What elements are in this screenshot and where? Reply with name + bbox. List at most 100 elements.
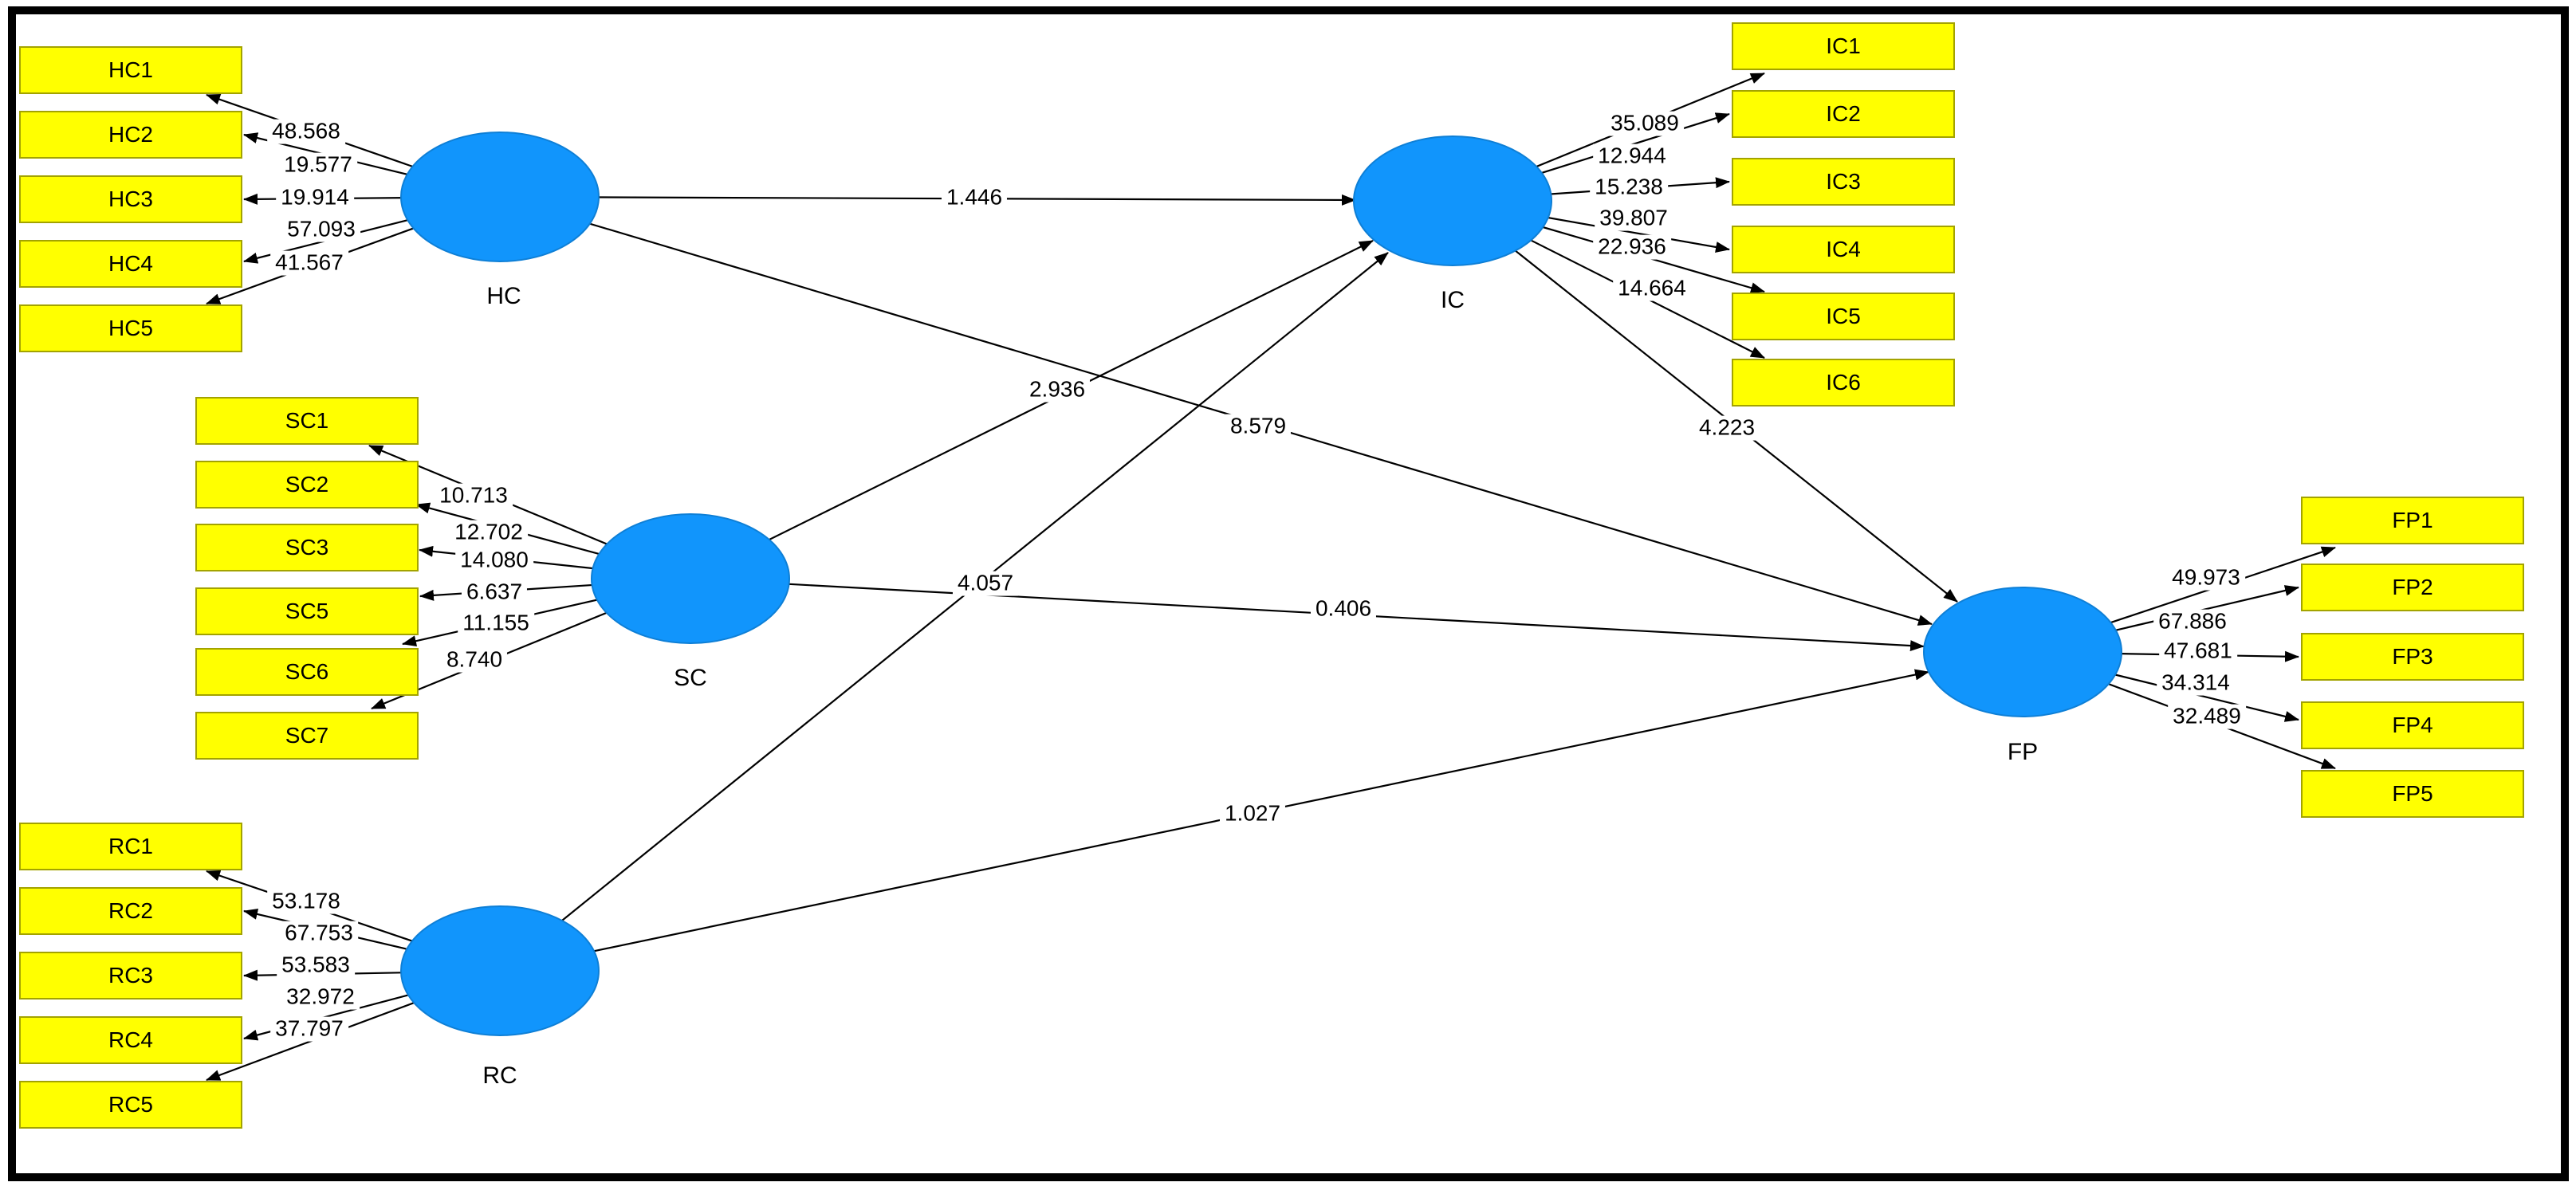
indicator-label: RC1 — [108, 834, 153, 858]
loading-HC4: 57.093 — [282, 217, 360, 242]
indicator-label: IC1 — [1826, 33, 1861, 58]
path-value-RC-IC: 4.057 — [952, 571, 1019, 596]
latent-label-SC: SC — [674, 665, 707, 691]
indicator-label: FP1 — [2392, 508, 2433, 532]
latent-SC[interactable] — [591, 513, 790, 644]
loading-SC6: 11.155 — [458, 611, 534, 636]
indicator-IC6[interactable]: IC6 — [1732, 359, 1955, 406]
indicator-SC2[interactable]: SC2 — [195, 461, 419, 509]
indicator-label: FP5 — [2392, 781, 2433, 806]
loading-SC3: 14.080 — [455, 548, 533, 573]
indicator-FP4[interactable]: FP4 — [2301, 701, 2524, 749]
indicator-label: IC6 — [1826, 370, 1861, 395]
indicator-SC1[interactable]: SC1 — [195, 397, 419, 445]
indicator-RC2[interactable]: RC2 — [19, 887, 242, 935]
indicator-IC5[interactable]: IC5 — [1732, 293, 1955, 340]
indicator-FP1[interactable]: FP1 — [2301, 497, 2524, 544]
path-value-RC-FP: 1.027 — [1219, 801, 1286, 827]
indicator-label: SC7 — [285, 723, 329, 748]
indicator-label: RC3 — [108, 963, 153, 988]
indicator-label: SC5 — [285, 599, 329, 623]
loading-RC4: 32.972 — [281, 984, 360, 1010]
loading-IC5: 22.936 — [1593, 234, 1671, 260]
indicator-IC1[interactable]: IC1 — [1732, 22, 1955, 70]
indicator-label: HC2 — [108, 122, 153, 147]
indicator-HC5[interactable]: HC5 — [19, 304, 242, 352]
indicator-label: HC5 — [108, 316, 153, 340]
indicator-label: HC4 — [108, 251, 153, 276]
latent-IC[interactable] — [1353, 135, 1552, 266]
loading-HC5: 41.567 — [270, 250, 348, 276]
indicator-label: FP4 — [2392, 713, 2433, 737]
indicator-IC3[interactable]: IC3 — [1732, 158, 1955, 206]
indicator-SC6[interactable]: SC6 — [195, 648, 419, 696]
indicator-FP5[interactable]: FP5 — [2301, 770, 2524, 818]
latent-label-IC: IC — [1441, 287, 1465, 313]
indicator-FP2[interactable]: FP2 — [2301, 564, 2524, 611]
latent-FP[interactable] — [1923, 587, 2122, 717]
loading-FP3: 47.681 — [2159, 638, 2237, 664]
path-value-HC-IC: 1.446 — [941, 185, 1008, 210]
path-HC-IC[interactable] — [499, 194, 1356, 206]
loading-IC4: 39.807 — [1595, 206, 1673, 231]
indicator-HC1[interactable]: HC1 — [19, 46, 242, 94]
loading-FP2: 67.886 — [2153, 609, 2232, 634]
loading-HC2: 19.577 — [279, 152, 357, 178]
indicator-RC5[interactable]: RC5 — [19, 1081, 242, 1129]
latent-label-FP: FP — [2007, 739, 2039, 765]
indicator-label: FP3 — [2392, 644, 2433, 669]
path-IC-FP[interactable] — [1452, 200, 1958, 603]
loading-IC2: 12.944 — [1593, 143, 1671, 169]
indicator-label: SC2 — [285, 472, 329, 497]
indicator-label: FP2 — [2392, 575, 2433, 599]
indicator-RC1[interactable]: RC1 — [19, 823, 242, 870]
indicator-RC4[interactable]: RC4 — [19, 1016, 242, 1064]
loading-RC1: 53.178 — [267, 889, 345, 914]
indicator-label: SC3 — [285, 535, 329, 560]
indicator-label: IC2 — [1826, 101, 1861, 126]
path-SC-IC[interactable] — [690, 240, 1374, 579]
indicator-FP3[interactable]: FP3 — [2301, 633, 2524, 681]
indicator-SC5[interactable]: SC5 — [195, 587, 419, 635]
path-HC-FP[interactable] — [499, 195, 1933, 626]
latent-HC[interactable] — [400, 132, 600, 262]
loading-IC6: 14.664 — [1613, 276, 1691, 301]
indicator-label: RC2 — [108, 898, 153, 923]
indicator-SC7[interactable]: SC7 — [195, 712, 419, 760]
latent-RC[interactable] — [400, 905, 600, 1036]
path-RC-FP[interactable] — [499, 669, 1929, 972]
indicator-label: RC4 — [108, 1027, 153, 1052]
latent-label-HC: HC — [486, 283, 521, 309]
loading-SC2: 12.702 — [450, 520, 528, 545]
indicator-HC3[interactable]: HC3 — [19, 175, 242, 223]
path-RC-IC[interactable] — [499, 252, 1389, 972]
canvas-frame — [8, 6, 2569, 1181]
indicator-HC4[interactable]: HC4 — [19, 240, 242, 288]
latent-label-RC: RC — [482, 1062, 517, 1089]
loading-HC1: 48.568 — [267, 119, 345, 144]
indicator-HC2[interactable]: HC2 — [19, 111, 242, 159]
indicator-label: IC3 — [1826, 169, 1861, 194]
path-value-SC-FP: 0.406 — [1310, 596, 1377, 622]
indicator-label: HC3 — [108, 187, 153, 211]
path-SC-FP[interactable] — [690, 577, 1925, 652]
indicator-SC3[interactable]: SC3 — [195, 524, 419, 571]
loading-SC5: 6.637 — [461, 579, 528, 605]
loading-FP4: 34.314 — [2157, 670, 2235, 696]
loading-RC2: 67.753 — [280, 921, 358, 946]
indicator-label: SC6 — [285, 659, 329, 684]
indicator-label: SC1 — [285, 408, 329, 433]
indicator-IC2[interactable]: IC2 — [1732, 90, 1955, 138]
indicator-RC3[interactable]: RC3 — [19, 952, 242, 1000]
loading-RC3: 53.583 — [277, 952, 355, 978]
loading-HC3: 19.914 — [276, 185, 354, 210]
indicator-IC4[interactable]: IC4 — [1732, 226, 1955, 273]
loading-FP5: 32.489 — [2168, 704, 2246, 729]
indicator-label: HC1 — [108, 57, 153, 82]
loading-IC3: 15.238 — [1590, 175, 1668, 200]
path-value-IC-FP: 4.223 — [1693, 415, 1760, 441]
loading-SC7: 8.740 — [441, 647, 508, 673]
loading-SC1: 10.713 — [435, 483, 513, 509]
